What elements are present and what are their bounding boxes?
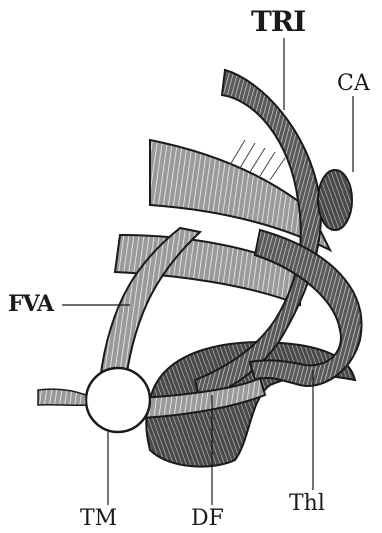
tm-stalk <box>38 389 86 405</box>
label-tm: TM <box>80 508 117 530</box>
label-thi: Thl <box>289 493 325 515</box>
tm-circle <box>86 368 150 432</box>
ca-oval <box>318 170 352 230</box>
label-ca: CA <box>337 73 370 95</box>
label-fva: FVA <box>8 293 53 315</box>
label-tri: TRI <box>251 8 305 36</box>
label-df: DF <box>191 508 224 530</box>
